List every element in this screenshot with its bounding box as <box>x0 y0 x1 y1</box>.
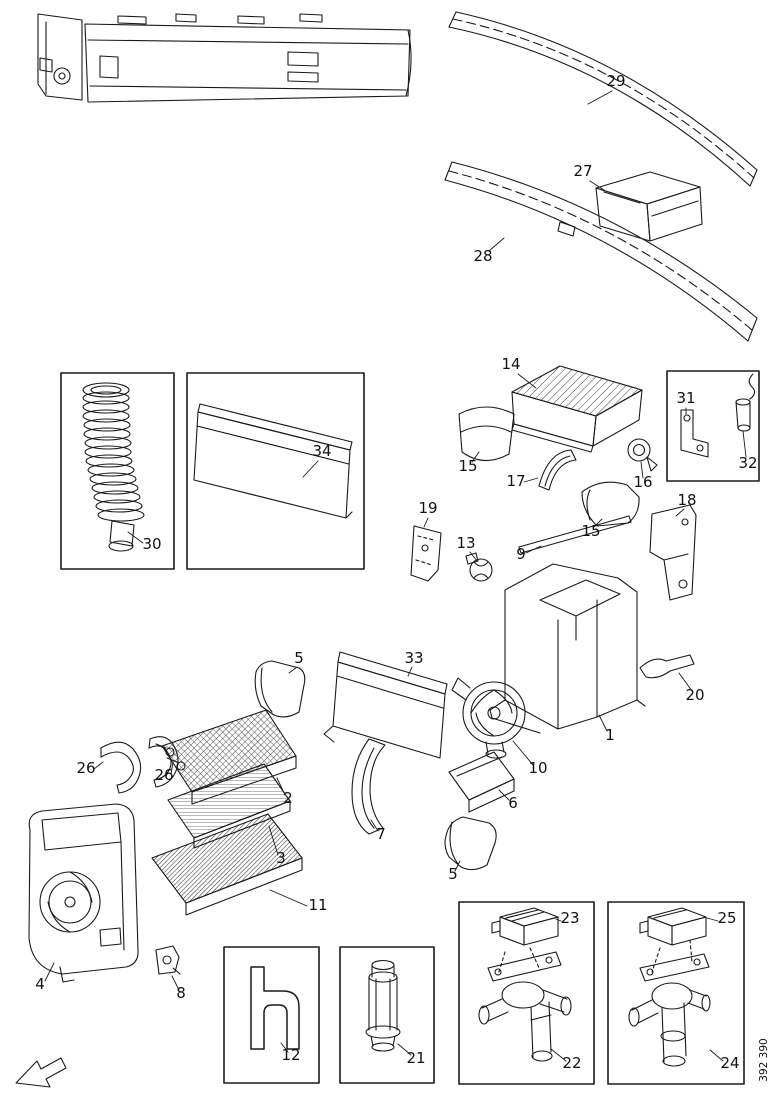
part-30-flex-hose <box>82 382 145 552</box>
inset-box-23-22 <box>458 901 595 1085</box>
part-13-fan-motor <box>465 552 493 582</box>
part-23-control-unit <box>491 907 559 976</box>
callout-20: 20 <box>685 686 704 704</box>
callout-19: 19 <box>418 499 437 517</box>
inset-box-12 <box>223 946 320 1084</box>
part-9-trim-strip <box>518 515 632 554</box>
callout-13: 13 <box>456 534 475 552</box>
callout-22: 22 <box>562 1054 581 1072</box>
callout-11: 11 <box>308 896 327 914</box>
part-16-clamp <box>627 438 658 472</box>
callout-25: 25 <box>717 909 736 927</box>
part-28-cowl-grille <box>444 161 758 342</box>
callout-15-left: 15 <box>458 457 477 475</box>
callout-29: 29 <box>606 72 625 90</box>
part-10-blower-wheel <box>451 677 526 759</box>
part-18-bracket <box>649 504 697 601</box>
part-34-cover-panel <box>193 403 353 519</box>
callout-6: 6 <box>508 794 518 812</box>
part-32-sensor <box>735 373 756 432</box>
callout-31: 31 <box>676 389 695 407</box>
part-19-bracket <box>410 525 442 582</box>
callout-15-right: 15 <box>581 522 600 540</box>
part-29-cowl-grille <box>448 11 758 187</box>
part-11-cabin-filter <box>151 813 303 916</box>
callout-9: 9 <box>516 545 526 563</box>
part-31-bracket <box>680 409 709 458</box>
callout-30: 30 <box>142 535 161 553</box>
inset-box-21 <box>339 946 435 1084</box>
callout-3: 3 <box>276 849 286 867</box>
part-15-air-duct-right <box>581 481 640 527</box>
part-22-heater-valve <box>478 951 572 1062</box>
callout-28: 28 <box>473 247 492 265</box>
callout-5-lower: 5 <box>448 865 458 883</box>
inset-box-34 <box>186 372 365 570</box>
part-8-clip <box>155 945 181 975</box>
inset-box-31-32 <box>666 370 760 482</box>
part-cowl-duct-assembly <box>37 13 412 103</box>
inset-box-25-24 <box>607 901 745 1085</box>
part-15-air-duct-left <box>458 406 515 462</box>
part-5-duct-elbow-upper <box>254 660 306 718</box>
callout-23: 23 <box>560 909 579 927</box>
part-20-bracket <box>639 654 695 679</box>
leader-lines <box>44 90 747 1062</box>
part-25-control-unit <box>639 907 707 973</box>
callout-2: 2 <box>283 789 293 807</box>
callout-21: 21 <box>406 1049 425 1067</box>
callout-4: 4 <box>35 975 45 993</box>
part-24-heater-valve <box>628 953 711 1067</box>
callout-14: 14 <box>501 355 520 373</box>
callout-10: 10 <box>528 759 547 777</box>
part-17-bracket <box>538 449 577 491</box>
callout-18: 18 <box>677 491 696 509</box>
part-33-cover-panel <box>323 651 448 759</box>
callout-33: 33 <box>404 649 423 667</box>
callout-26-a: 26 <box>76 759 95 777</box>
callout-16: 16 <box>633 473 652 491</box>
part-21-valve <box>365 959 401 1052</box>
callout-12: 12 <box>281 1046 300 1064</box>
part-6-duct <box>448 751 515 813</box>
callout-1: 1 <box>605 726 615 744</box>
callout-26-b: 26 <box>154 766 173 784</box>
figure-ref-number: 392 390 <box>758 1038 770 1081</box>
part-5-duct-elbow-lower <box>444 816 497 871</box>
callout-27: 27 <box>573 162 592 180</box>
inset-box-30 <box>60 372 175 570</box>
callout-32: 32 <box>738 454 757 472</box>
part-4-blower-assembly <box>28 803 139 983</box>
part-1-air-housing <box>489 563 646 734</box>
part-12-retainer-clip <box>250 966 300 1050</box>
callout-5-upper: 5 <box>294 649 304 667</box>
callout-8: 8 <box>176 984 186 1002</box>
callout-24: 24 <box>720 1054 739 1072</box>
part-26-hose-a <box>100 741 142 794</box>
callout-17: 17 <box>506 472 525 490</box>
part-14-duct-housing <box>511 365 643 453</box>
callout-7: 7 <box>376 825 386 843</box>
direction-arrow-icon <box>15 1057 67 1088</box>
part-27-duct <box>595 171 703 242</box>
part-7-side-cover <box>351 738 386 835</box>
callout-labels: 29 27 28 14 31 32 34 30 15 17 16 18 19 1… <box>35 72 757 1072</box>
callout-34: 34 <box>312 442 331 460</box>
